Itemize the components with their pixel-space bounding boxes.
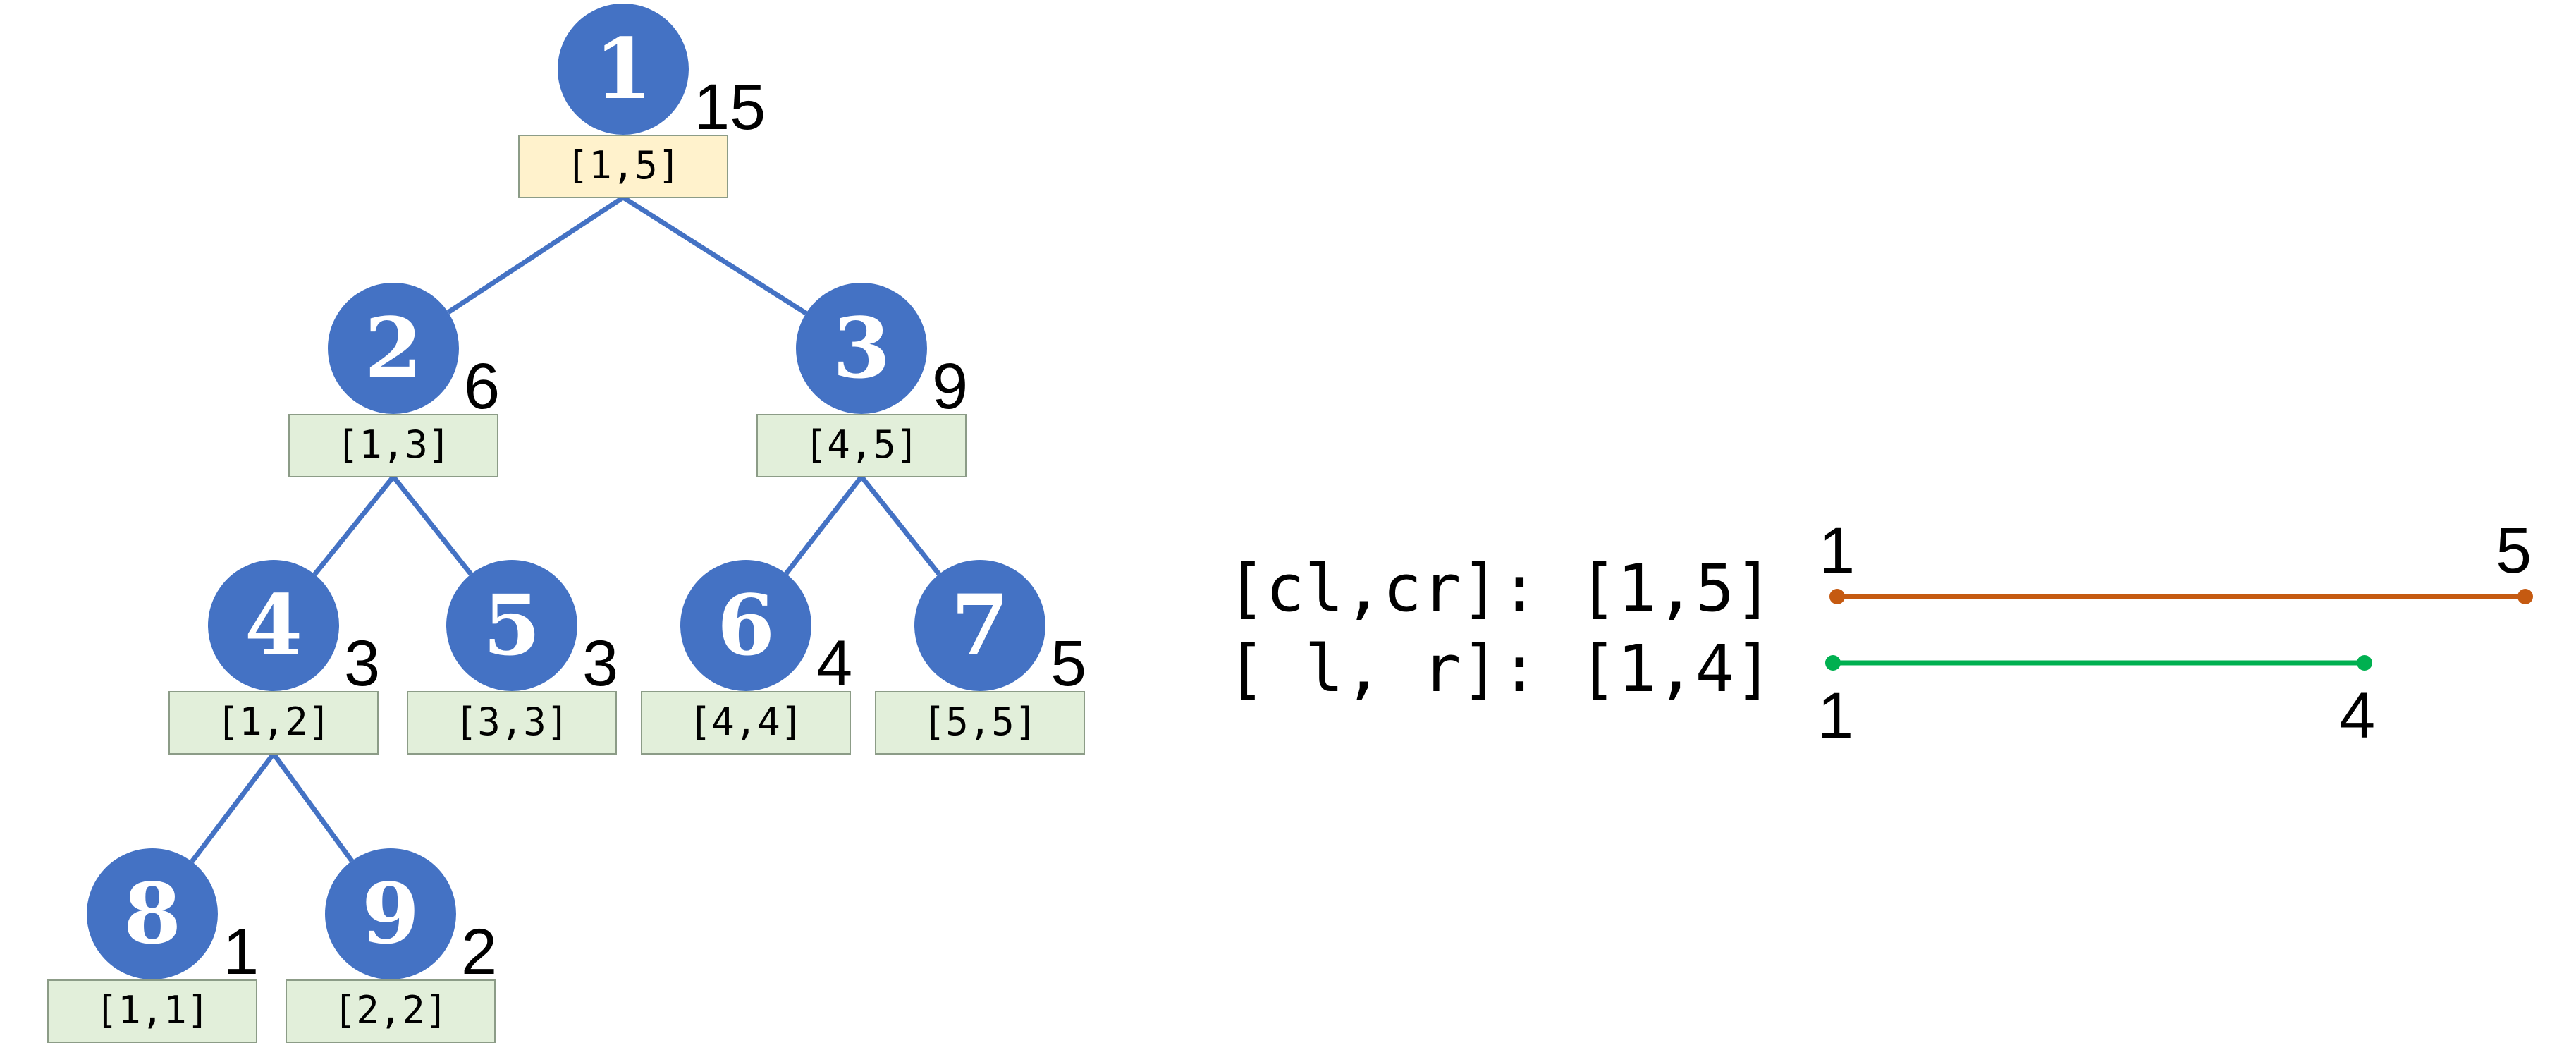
range-label: [1,2] xyxy=(216,700,331,744)
range-box xyxy=(407,691,617,755)
edge-2-5 xyxy=(391,475,473,576)
current-segment-end-label: 5 xyxy=(2496,515,2532,587)
node-sum-label: 3 xyxy=(582,628,618,700)
current-segment-start-label: 1 xyxy=(1819,515,1855,587)
query-panel: [cl,cr]: [1,5] [ l, r]: [1,4] 1 5 1 4 xyxy=(1227,515,2533,752)
range-box xyxy=(286,979,496,1043)
node-sum-label: 2 xyxy=(461,916,497,988)
node-circle xyxy=(446,560,577,691)
node-sum-label: 9 xyxy=(932,350,968,422)
range-label: [1,5] xyxy=(566,143,681,188)
range-box xyxy=(875,691,1085,755)
tree-node-1: [1,5] 1 15 xyxy=(518,4,766,198)
node-circle xyxy=(328,283,459,414)
node-sum-label: 1 xyxy=(223,916,259,988)
node-id-label: 1 xyxy=(594,20,652,118)
node-id-label: 3 xyxy=(833,299,890,397)
current-segment-start-dot xyxy=(1829,589,1845,604)
query-segment-end-dot xyxy=(2357,655,2372,671)
node-sum-label: 4 xyxy=(816,628,852,700)
query-segment-end-label: 4 xyxy=(2339,680,2375,752)
node-circle xyxy=(325,848,456,979)
node-sum-label: 3 xyxy=(344,628,380,700)
node-id-label: 4 xyxy=(245,576,302,674)
edge-1-2 xyxy=(446,195,625,315)
node-sum-label: 6 xyxy=(464,350,500,422)
node-circle xyxy=(680,560,811,691)
query-range-segment: 1 4 xyxy=(1817,655,2375,752)
edge-3-6 xyxy=(784,475,864,575)
node-circle xyxy=(87,848,218,979)
node-id-label: 6 xyxy=(717,576,775,674)
node-sum-label: 5 xyxy=(1050,628,1086,700)
edge-4-9 xyxy=(271,752,354,862)
edge-1-3 xyxy=(622,195,808,316)
range-label: [1,3] xyxy=(336,422,451,467)
range-label: [3,3] xyxy=(455,700,570,744)
range-box xyxy=(168,691,379,755)
node-sum-label: 15 xyxy=(694,71,766,143)
current-segment-end-dot xyxy=(2517,589,2533,604)
node-id-label: 7 xyxy=(951,576,1009,674)
node-circle xyxy=(796,283,927,414)
current-range-segment: 1 5 xyxy=(1819,515,2533,604)
edge-3-7 xyxy=(859,475,941,576)
tree-edges xyxy=(190,195,941,863)
node-id-label: 9 xyxy=(362,865,419,963)
range-box xyxy=(641,691,851,755)
range-box xyxy=(47,979,257,1043)
edge-2-4 xyxy=(312,475,395,576)
range-label: [4,5] xyxy=(804,422,919,467)
range-label: [4,4] xyxy=(689,700,804,744)
range-label: [1,1] xyxy=(95,988,210,1032)
query-range-text: [ l, r]: [1,4] xyxy=(1227,631,1773,707)
query-segment-start-dot xyxy=(1825,655,1841,671)
node-circle xyxy=(558,4,689,135)
node-circle xyxy=(208,560,339,691)
range-box xyxy=(756,414,967,477)
current-range-text: [cl,cr]: [1,5] xyxy=(1227,551,1773,626)
range-box xyxy=(288,414,498,477)
node-circle xyxy=(914,560,1045,691)
range-label: [5,5] xyxy=(923,700,1038,744)
node-id-label: 2 xyxy=(364,299,422,397)
node-id-label: 5 xyxy=(483,576,541,674)
range-label: [2,2] xyxy=(333,988,448,1032)
node-id-label: 8 xyxy=(123,865,181,963)
range-box xyxy=(518,135,728,198)
query-segment-start-label: 1 xyxy=(1817,680,1853,752)
edge-4-8 xyxy=(190,752,276,863)
